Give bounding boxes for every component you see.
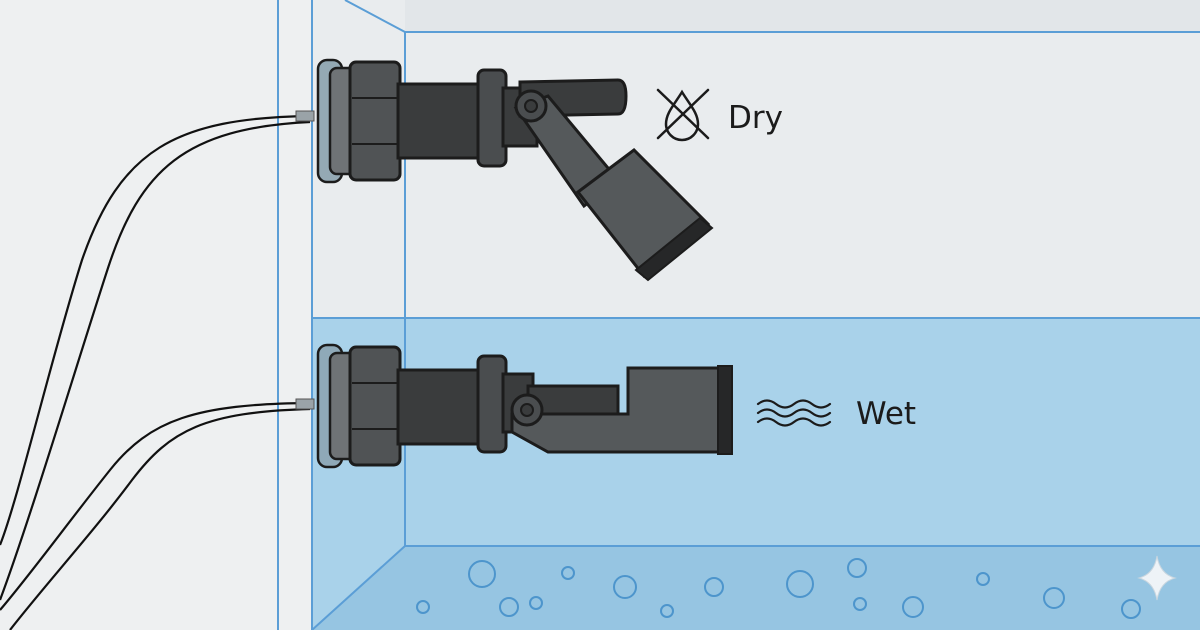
bubble	[529, 596, 543, 610]
upper-wire-b	[0, 120, 311, 601]
lower-float-cap	[717, 365, 733, 455]
bubble	[976, 572, 990, 586]
bubble	[786, 570, 814, 598]
upper-float-switch	[295, 58, 714, 282]
crossed-out-water-drop-icon	[656, 88, 710, 142]
lower-float-switch	[295, 343, 733, 469]
bubble	[847, 558, 867, 578]
water	[312, 317, 1200, 630]
wires	[0, 114, 311, 630]
wave-line	[756, 399, 832, 409]
wave-line	[756, 417, 832, 427]
bubble	[1043, 587, 1065, 609]
tank-top-corner-edge	[344, 0, 406, 33]
cross-line	[656, 88, 710, 140]
water-waves-icon	[756, 399, 832, 427]
drop-outline	[664, 89, 700, 142]
upper-cable-gland	[295, 110, 315, 122]
bubble	[704, 577, 724, 597]
lower-pivot-pin	[520, 403, 534, 417]
lower-wire-b	[9, 407, 311, 630]
tank-back-top	[312, 0, 1200, 32]
bubble	[853, 597, 867, 611]
upper-switch-body	[396, 82, 484, 160]
tank-floor-corner-edge	[311, 545, 406, 630]
bubble	[1121, 599, 1141, 619]
bubble	[561, 566, 575, 580]
four-point-sparkle-icon	[1137, 555, 1177, 601]
upper-wire-a	[0, 114, 311, 546]
wet-indicator: Wet	[756, 396, 916, 432]
upper-pivot-pin	[524, 99, 538, 113]
bubble	[499, 597, 519, 617]
dry-indicator: Dry	[656, 88, 783, 142]
water-floor	[312, 546, 1200, 630]
bubbles	[416, 558, 1141, 619]
upper-hex-nut	[348, 60, 402, 182]
bubble	[613, 575, 637, 599]
lower-cable-gland	[295, 398, 315, 410]
lower-wire-a	[0, 401, 311, 611]
bubble	[660, 604, 674, 618]
lower-hex-nut	[348, 345, 402, 467]
bubble	[416, 600, 430, 614]
bubble	[902, 596, 924, 618]
bubble	[468, 560, 496, 588]
dry-label: Dry	[728, 100, 783, 136]
wet-label: Wet	[856, 396, 916, 432]
lower-switch-body	[396, 368, 484, 446]
wave-line	[756, 408, 832, 418]
upper-float-cap	[634, 216, 714, 282]
